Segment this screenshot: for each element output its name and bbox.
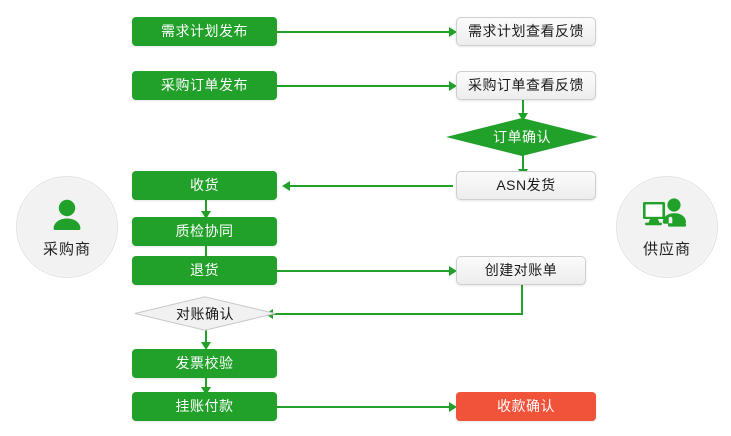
node-statement-confirm[interactable]: 对账确认 [134, 296, 276, 331]
arrowhead-order-confirm [518, 113, 528, 121]
arrowhead-payable-payment [201, 387, 211, 395]
node-quality-collab-label: 质检协同 [175, 222, 234, 239]
actor-supplier-label: 供应商 [642, 240, 691, 258]
node-invoice-verify[interactable]: 发票校验 [132, 349, 277, 378]
edge-create-statement-to-statement-confirm [273, 313, 523, 315]
person-at-computer-icon [641, 196, 693, 236]
node-order-confirm[interactable]: 订单确认 [446, 118, 598, 156]
edge-asn-to-receive-goods [290, 185, 453, 187]
actor-buyer-label: 采购商 [42, 240, 91, 258]
node-receive-goods-label: 收货 [190, 176, 219, 193]
node-demand-plan-feedback[interactable]: 需求计划查看反馈 [456, 17, 596, 46]
node-create-statement[interactable]: 创建对账单 [456, 256, 586, 285]
edge-create-statement-drop [521, 285, 523, 314]
edge-quality-to-return [205, 245, 207, 259]
edge-payable-to-receipt-confirm [277, 406, 449, 408]
node-po-publish[interactable]: 采购订单发布 [132, 71, 277, 100]
node-receive-goods[interactable]: 收货 [132, 171, 277, 200]
edge-receive-to-quality [205, 199, 207, 213]
node-po-feedback[interactable]: 采购订单查看反馈 [456, 71, 596, 100]
node-return-goods-label: 退货 [190, 261, 219, 278]
edge-return-to-create-statement [277, 270, 449, 272]
node-create-statement-label: 创建对账单 [484, 261, 558, 278]
node-demand-plan-feedback-label: 需求计划查看反馈 [468, 22, 584, 39]
edge-statement-confirm-to-invoice [205, 330, 207, 344]
arrowhead-demand-plan-feedback [449, 27, 457, 37]
person-icon [47, 196, 87, 236]
arrowhead-receive-goods [282, 181, 290, 191]
node-asn-ship-label: ASN发货 [496, 176, 556, 193]
node-payable-payment[interactable]: 挂账付款 [132, 392, 277, 421]
node-payable-payment-label: 挂账付款 [175, 397, 234, 414]
node-receipt-confirm[interactable]: 收款确认 [456, 392, 596, 421]
node-demand-plan-publish[interactable]: 需求计划发布 [132, 17, 277, 46]
arrowhead-receipt-confirm [449, 402, 457, 412]
actor-buyer[interactable]: 采购商 [16, 176, 118, 278]
node-receipt-confirm-label: 收款确认 [497, 397, 555, 414]
node-po-feedback-label: 采购订单查看反馈 [468, 76, 584, 93]
edge-order-confirm-to-asn [522, 155, 524, 171]
edge-po-feedback-to-order-confirm [522, 100, 524, 115]
node-invoice-verify-label: 发票校验 [175, 354, 234, 371]
node-demand-plan-publish-label: 需求计划发布 [161, 22, 248, 39]
edge-po-publish-to-feedback [277, 85, 449, 87]
arrowhead-quality-collab [201, 211, 211, 219]
arrowhead-create-statement [449, 266, 457, 276]
edge-invoice-to-payable [205, 375, 207, 389]
arrowhead-invoice-verify [201, 342, 211, 350]
node-po-publish-label: 采购订单发布 [161, 76, 248, 93]
arrowhead-po-feedback [449, 81, 457, 91]
node-quality-collab[interactable]: 质检协同 [132, 217, 277, 246]
actor-supplier[interactable]: 供应商 [616, 176, 718, 278]
edge-demand-plan-publish-to-feedback [277, 31, 449, 33]
node-asn-ship[interactable]: ASN发货 [456, 171, 596, 200]
node-return-goods[interactable]: 退货 [132, 256, 277, 285]
